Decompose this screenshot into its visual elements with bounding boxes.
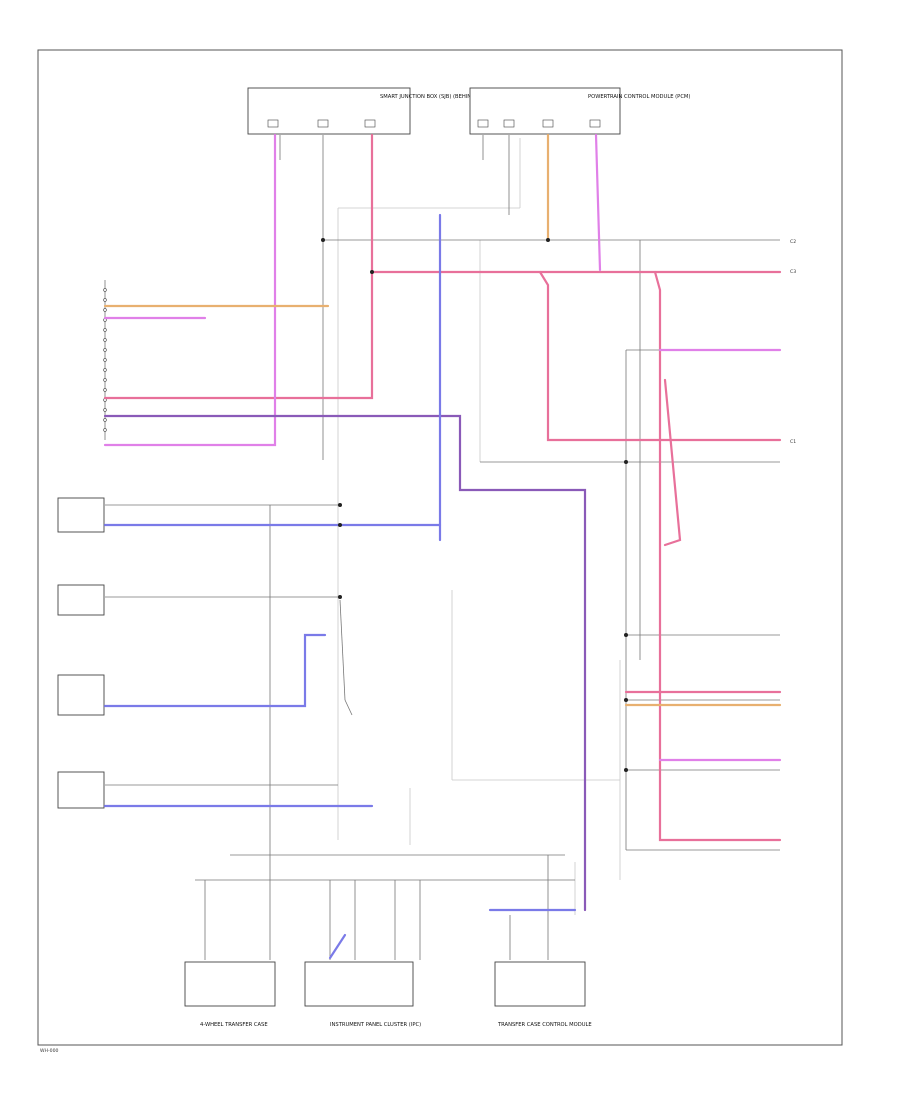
splice-dot-icon	[624, 698, 628, 702]
splice-dot-icon	[624, 768, 628, 772]
wire-pink-right	[653, 270, 782, 842]
module-left-4	[57, 771, 105, 809]
wire-pink-loop	[663, 378, 682, 547]
connector-label-c3: C3	[790, 269, 796, 275]
module-left-1	[57, 497, 105, 533]
diagram-footer: WH-000	[40, 1048, 58, 1054]
thin-wires	[105, 135, 780, 960]
splice-dot-icon	[338, 595, 342, 599]
splice-dot-icon	[370, 270, 374, 274]
module-bottom-left: 4-WHEEL TRANSFER CASE	[184, 961, 276, 1028]
module-left-3-box	[57, 674, 105, 716]
diagram-frame	[37, 49, 843, 1046]
connector-pin-icon	[364, 119, 376, 128]
wire-purple	[103, 414, 587, 912]
connector-left-c1-pins	[103, 288, 107, 432]
module-top-left-label: SMART JUNCTION BOX (SJB) (BEHIND LH KICK…	[380, 94, 517, 100]
connector-pin-icon	[542, 119, 554, 128]
wire-pink-left	[103, 133, 374, 400]
wire-pink-drop	[538, 270, 782, 442]
module-top-right: POWERTRAIN CONTROL MODULE (PCM)	[469, 87, 690, 135]
module-left-1-box	[57, 497, 105, 533]
colored-wires	[103, 133, 782, 960]
splices	[321, 238, 628, 772]
module-bottom-right: TRANSFER CASE CONTROL MODULE	[494, 961, 592, 1028]
splice-dot-icon	[338, 503, 342, 507]
module-bottom-right-box	[494, 961, 586, 1007]
connector-pin-icon	[589, 119, 601, 128]
wire-violet-top	[103, 133, 277, 447]
module-bottom-right-label: TRANSFER CASE CONTROL MODULE	[497, 1022, 592, 1028]
splice-dot-icon	[338, 523, 342, 527]
wire-blue-2	[103, 633, 327, 708]
module-bottom-center: INSTRUMENT PANEL CLUSTER (IPC)	[304, 961, 421, 1028]
module-bottom-center-label: INSTRUMENT PANEL CLUSTER (IPC)	[330, 1022, 421, 1028]
module-top-left: SMART JUNCTION BOX (SJB) (BEHIND LH KICK…	[247, 87, 517, 135]
module-left-3	[57, 674, 105, 716]
module-bottom-center-box	[304, 961, 414, 1007]
module-top-right-label: POWERTRAIN CONTROL MODULE (PCM)	[588, 94, 690, 100]
connector-label-c2: C2	[790, 239, 796, 245]
module-left-2	[57, 584, 105, 616]
connector-pin-icon	[503, 119, 515, 128]
wire-blue-bottom	[328, 933, 347, 960]
connector-right-labels: C2 C3 C1	[790, 239, 796, 445]
connector-pin-icon	[267, 119, 279, 128]
module-left-2-box	[57, 584, 105, 616]
splice-dot-icon	[624, 460, 628, 464]
splice-dot-icon	[546, 238, 550, 242]
splice-dot-icon	[321, 238, 325, 242]
module-bottom-left-box	[184, 961, 276, 1007]
connector-pin-icon	[477, 119, 489, 128]
module-left-4-box	[57, 771, 105, 809]
wire-violet-pcm	[594, 133, 602, 272]
connector-label-c1: C1	[790, 439, 796, 445]
module-bottom-left-label: 4-WHEEL TRANSFER CASE	[200, 1022, 268, 1028]
guide-lines	[337, 138, 621, 915]
splice-dot-icon	[624, 633, 628, 637]
connector-pin-icon	[317, 119, 329, 128]
